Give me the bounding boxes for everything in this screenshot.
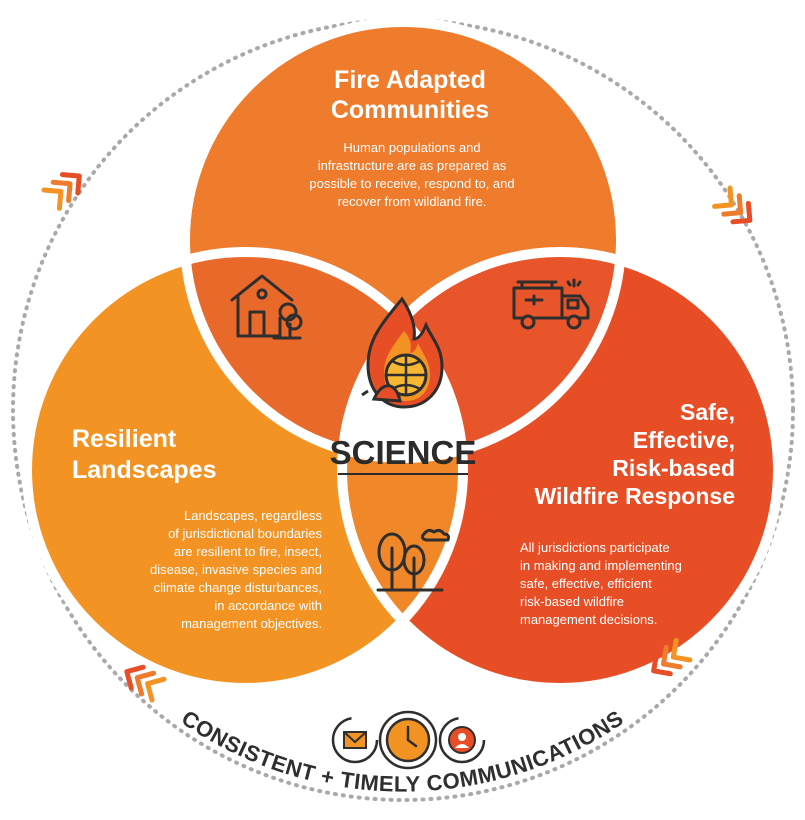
left-title-line-1: Resilient	[72, 425, 177, 453]
chevrons-top-right-icon	[712, 185, 753, 225]
right-body-line-4: risk-based wildfire	[520, 594, 624, 609]
right-body-line-3: safe, effective, efficient	[520, 576, 652, 591]
right-title-line-4: Wildfire Response	[535, 483, 735, 509]
trees-icon	[376, 528, 450, 592]
left-body-line-3: are resilient to fire, insect,	[174, 544, 322, 559]
fire-globe-icon	[361, 296, 444, 409]
right-body-line-2: in making and implementing	[520, 558, 682, 573]
right-circle-text: Safe, Effective, Risk-based Wildfire Res…	[520, 399, 735, 627]
top-body-line-2: infrastructure are as prepared as	[318, 158, 507, 173]
top-title-line-2: Communities	[331, 96, 489, 124]
house-icon	[230, 274, 303, 340]
overlap-top-left	[185, 252, 463, 458]
top-body-line-1: Human populations and	[343, 140, 480, 155]
left-body-line-6: in accordance with	[214, 598, 322, 613]
left-body-line-5: climate change disturbances,	[154, 580, 322, 595]
left-body-line-7: management objectives.	[181, 616, 322, 631]
separator-left	[22, 247, 468, 693]
top-body-line-3: possible to receive, respond to, and	[309, 176, 514, 191]
left-body-line-4: disease, invasive species and	[150, 562, 322, 577]
right-title-line-3: Risk-based	[612, 455, 735, 481]
science-label: SCIENCE	[330, 434, 477, 471]
overlap-top-right	[342, 252, 621, 458]
clock-icon	[378, 710, 438, 770]
top-title-line-1: Fire Adapted	[334, 66, 486, 94]
top-body-line-4: recover from wildland fire.	[338, 194, 487, 209]
left-body-line-2: of jurisdictional boundaries	[168, 526, 322, 541]
top-circle-text: Fire Adapted Communities Human populatio…	[309, 66, 514, 209]
right-body-line-5: management decisions.	[520, 612, 657, 627]
left-title-line-2: Landscapes	[72, 456, 217, 484]
fire-truck-icon	[512, 278, 590, 330]
mail-icon	[331, 716, 379, 764]
chevrons-top-left-icon	[41, 172, 82, 211]
separator-right	[337, 247, 783, 693]
chevrons-bottom-right-icon	[651, 637, 693, 677]
chevrons-bottom-left-icon	[124, 664, 167, 703]
left-circle-text: Resilient Landscapes Landscapes, regardl…	[72, 425, 322, 631]
right-body-line-1: All jurisdictions participate	[520, 540, 670, 555]
right-title-line-2: Effective,	[633, 427, 735, 453]
left-body-line-1: Landscapes, regardless	[184, 508, 323, 523]
person-icon	[438, 716, 486, 764]
outer-ring	[11, 18, 795, 802]
right-title-line-1: Safe,	[680, 399, 735, 425]
